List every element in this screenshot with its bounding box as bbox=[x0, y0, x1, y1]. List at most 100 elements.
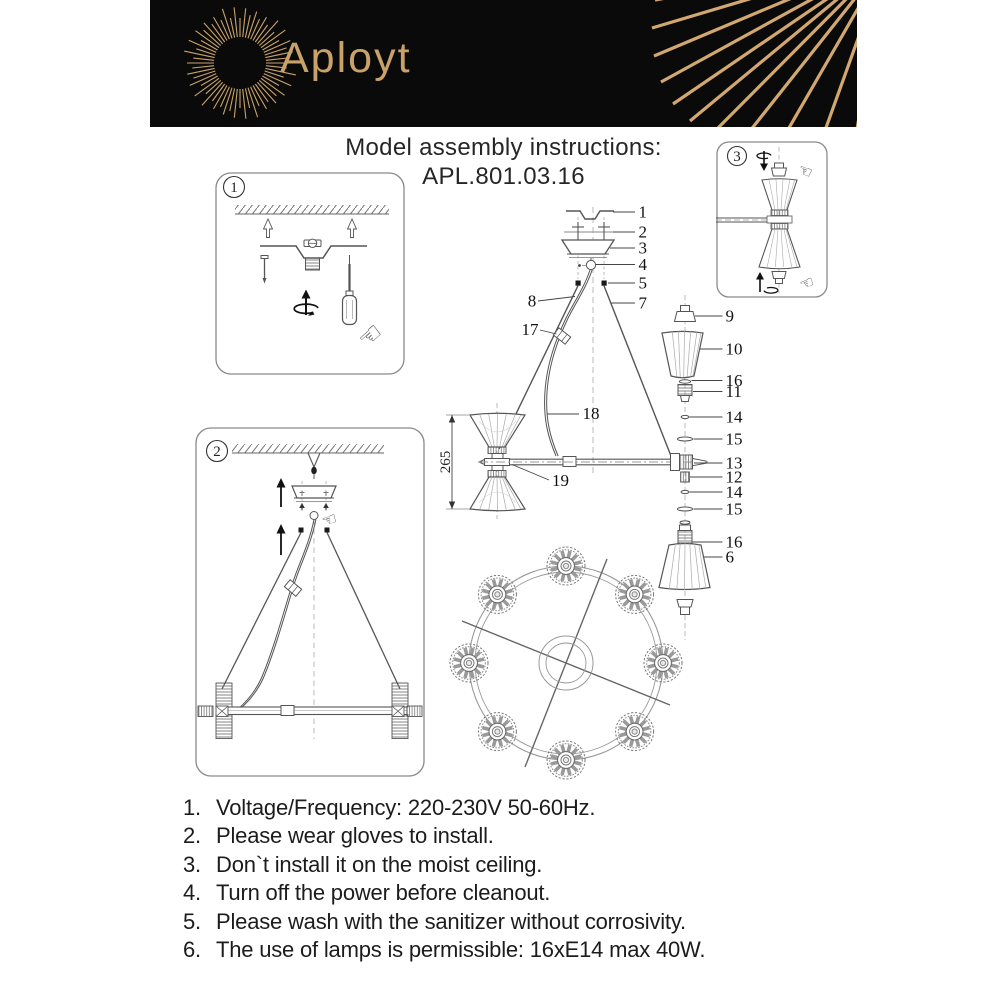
wire-connectors bbox=[298, 527, 330, 533]
exploded-diagram: 265 bbox=[438, 203, 744, 780]
dimension-label: 265 bbox=[438, 451, 454, 474]
callout-label: 10 bbox=[726, 340, 743, 359]
lamp-rosette bbox=[546, 740, 586, 780]
instruction-number: 2. bbox=[183, 823, 201, 849]
callout-label: 12 bbox=[726, 468, 743, 487]
canopy bbox=[291, 485, 337, 510]
panel-number-badge: 2 bbox=[205, 439, 229, 463]
instruction-number: 3. bbox=[183, 851, 201, 877]
panel-step2-figure: 2 bbox=[195, 427, 425, 777]
instruction-item: 1. Voltage/Frequency: 220-230V 50-60Hz. bbox=[183, 795, 823, 820]
callout-label: 17 bbox=[522, 320, 540, 339]
sunburst-rays bbox=[184, 7, 296, 119]
up-arrow-icon bbox=[276, 478, 286, 555]
lamp-rosette bbox=[477, 574, 517, 614]
instruction-text: Please wear gloves to install. bbox=[216, 823, 494, 849]
instruction-text: The use of lamps is permissible: 16xE14 … bbox=[216, 937, 706, 963]
instruction-text: Don`t install it on the moist ceiling. bbox=[216, 851, 543, 877]
callout-label: 7 bbox=[639, 294, 648, 313]
screw-in-arrow-icon bbox=[756, 151, 772, 171]
cord-grip-part bbox=[578, 258, 597, 271]
lamp-rosette bbox=[615, 574, 655, 614]
instruction-text: Please wash with the sanitizer without c… bbox=[216, 908, 686, 934]
callout-label: 14 bbox=[726, 408, 744, 427]
socket-top bbox=[770, 162, 788, 177]
title-block: Model assembly instructions: APL.801.03.… bbox=[150, 133, 857, 191]
callout-leaders bbox=[511, 211, 723, 558]
sunburst-logo-icon bbox=[184, 7, 296, 119]
header-banner: Aployt bbox=[150, 0, 857, 127]
callout-label: 5 bbox=[639, 274, 648, 293]
instruction-number: 1. bbox=[183, 795, 201, 820]
callout-label: 8 bbox=[528, 292, 537, 311]
lamp-rosette bbox=[477, 712, 517, 752]
bar-end-left bbox=[197, 682, 233, 739]
cord-grip-ball bbox=[309, 511, 319, 520]
callout-label: 18 bbox=[583, 404, 600, 423]
page-title: Model assembly instructions: bbox=[345, 134, 662, 161]
rotate-up-arrow-icon bbox=[293, 289, 319, 316]
callout-label: 14 bbox=[726, 483, 744, 502]
callout-labels: 1 2 3 4 5 7 8 17 18 19 9 10 16 11 14 15 … bbox=[522, 203, 744, 567]
hand-icon: ☜ bbox=[319, 509, 340, 533]
suspension-wires bbox=[221, 532, 401, 690]
lower-shade bbox=[758, 228, 801, 270]
instructions-list: 1. Voltage/Frequency: 220-230V 50-60Hz. … bbox=[183, 795, 823, 967]
screw-icon bbox=[260, 255, 269, 284]
ceiling-hook bbox=[307, 452, 321, 479]
instruction-item: 4. Turn off the power before cleanout. bbox=[183, 880, 823, 906]
callout-label: 16 bbox=[726, 371, 743, 390]
panel-1-number: 1 bbox=[230, 180, 238, 196]
callout-label: 11 bbox=[726, 382, 742, 401]
ring-top-view bbox=[449, 546, 683, 780]
panel-2-number: 2 bbox=[213, 444, 221, 460]
callout-label: 16 bbox=[726, 533, 743, 552]
callout-label: 19 bbox=[552, 471, 569, 490]
lamp-rosette bbox=[643, 643, 683, 683]
instruction-item: 5. Please wash with the sanitizer withou… bbox=[183, 908, 823, 934]
instruction-number: 4. bbox=[183, 880, 201, 906]
ring-rosettes bbox=[449, 546, 683, 780]
hand-icon: ☜ bbox=[797, 272, 817, 295]
model-number: APL.801.03.16 bbox=[422, 163, 585, 190]
ceiling-hatch bbox=[235, 205, 389, 215]
lamp-rosette bbox=[615, 712, 655, 752]
power-cable-part bbox=[544, 269, 593, 457]
callout-label: 4 bbox=[639, 255, 648, 274]
hand-icon: ☜ bbox=[795, 159, 815, 182]
panel-step3-figure: 3 ☜ bbox=[716, 141, 828, 298]
callout-label: 15 bbox=[726, 430, 743, 449]
ceiling-hatch bbox=[232, 444, 384, 454]
frame-bar-stub bbox=[716, 217, 769, 223]
upper-shade bbox=[761, 178, 798, 211]
lamp-rosette bbox=[449, 643, 489, 683]
header-art bbox=[184, 0, 857, 127]
height-dimension: 265 bbox=[438, 414, 469, 510]
shade-hub bbox=[766, 209, 793, 230]
panel-number-badge: 3 bbox=[726, 145, 748, 167]
callout-label: 9 bbox=[726, 307, 735, 326]
mounting-bracket-part bbox=[566, 210, 614, 220]
wire-connector-parts bbox=[575, 280, 607, 286]
power-cable bbox=[236, 519, 317, 711]
lamp-rosette bbox=[546, 546, 586, 586]
cord-marker bbox=[283, 579, 303, 597]
panel-step1-figure: 1 ☜ bbox=[215, 172, 405, 375]
screwdriver-icon bbox=[341, 255, 358, 326]
callout-label: 15 bbox=[726, 500, 743, 519]
callout-label: 3 bbox=[639, 239, 648, 258]
callout-label: 1 bbox=[639, 203, 648, 222]
callout-label: 13 bbox=[726, 454, 743, 473]
callout-label: 2 bbox=[639, 223, 648, 242]
instruction-text: Voltage/Frequency: 220-230V 50-60Hz. bbox=[216, 795, 596, 820]
panel-3-number: 3 bbox=[733, 149, 741, 165]
instruction-number: 5. bbox=[183, 908, 201, 934]
double-cone-lamp bbox=[469, 412, 527, 512]
bar-junction-part bbox=[670, 453, 707, 471]
right-parts-column bbox=[658, 305, 711, 615]
instruction-item: 6. The use of lamps is permissible: 16xE… bbox=[183, 937, 823, 963]
fan-rays-icon bbox=[651, 0, 857, 127]
brand-wordmark: Aployt bbox=[280, 34, 412, 82]
instruction-item: 2. Please wear gloves to install. bbox=[183, 823, 823, 849]
